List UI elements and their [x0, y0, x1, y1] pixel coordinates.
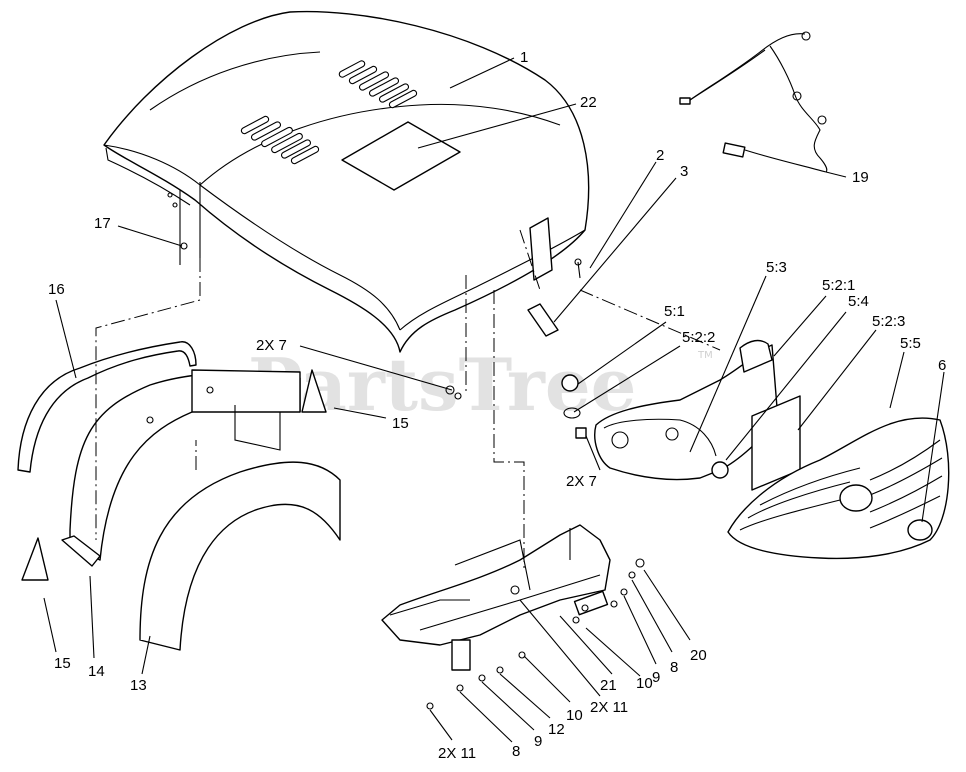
callout-5-3: 5:3: [766, 259, 787, 276]
fasteners: [426, 385, 645, 710]
hood-brackets: [527, 217, 582, 337]
hood-vents: [240, 60, 418, 165]
grille-part: [727, 417, 950, 560]
hinge-bracket-part: [167, 182, 201, 265]
hood-mount-frame-part: [381, 524, 611, 671]
callout-labels: 1 22 19 2 3 17 16 2X 7 15 5:3 5:2:1 5:4 …: [48, 49, 946, 762]
callout-5-5: 5:5: [900, 335, 921, 352]
callout-2x11-right: 2X 11: [590, 699, 628, 716]
callout-17: 17: [94, 215, 111, 232]
grille-badge-part: [907, 519, 933, 541]
callout-2: 2: [656, 147, 664, 164]
callout-10-right: 10: [636, 675, 653, 692]
leader-lines: [43, 57, 945, 743]
rubber-strip-part: [17, 341, 197, 473]
callout-5-4: 5:4: [848, 293, 869, 310]
callout-9-right: 9: [652, 669, 660, 686]
callout-2x11-left: 2X 11: [438, 745, 476, 762]
decal-part: [341, 121, 461, 191]
fender-panel-part: [139, 461, 341, 651]
callout-5-2-1: 5:2:1: [822, 277, 855, 294]
callout-3: 3: [680, 163, 688, 180]
callout-6: 6: [938, 357, 946, 374]
wiring-harness-part: [679, 31, 828, 173]
callout-12: 12: [548, 721, 565, 738]
headlight-assembly-part: [561, 339, 801, 491]
callout-9-left: 9: [534, 733, 542, 750]
hood-part: [103, 10, 590, 353]
callout-8-left: 8: [512, 743, 520, 760]
callout-22: 22: [580, 94, 597, 111]
callout-1: 1: [520, 49, 528, 66]
callout-5-2-2: 5:2:2: [682, 329, 715, 346]
spacer-right-part: [301, 369, 327, 413]
callout-5-1: 5:1: [664, 303, 685, 320]
assembly-lines: [95, 229, 721, 572]
watermark-trademark: TM: [697, 350, 713, 361]
callout-14: 14: [88, 663, 105, 680]
callout-13: 13: [130, 677, 147, 694]
callout-5-2-3: 5:2:3: [872, 313, 905, 330]
front-panel-part: [61, 369, 301, 567]
callout-21: 21: [600, 677, 617, 694]
callout-8-right: 8: [670, 659, 678, 676]
callout-20: 20: [690, 647, 707, 664]
callout-2x7-left: 2X 7: [256, 337, 287, 354]
callout-19: 19: [852, 169, 869, 186]
callout-15-right: 15: [392, 415, 409, 432]
callout-16: 16: [48, 281, 65, 298]
callout-10-left: 10: [566, 707, 583, 724]
callout-15-left: 15: [54, 655, 71, 672]
callout-2x7-right: 2X 7: [566, 473, 597, 490]
spacer-left-part: [21, 537, 49, 581]
